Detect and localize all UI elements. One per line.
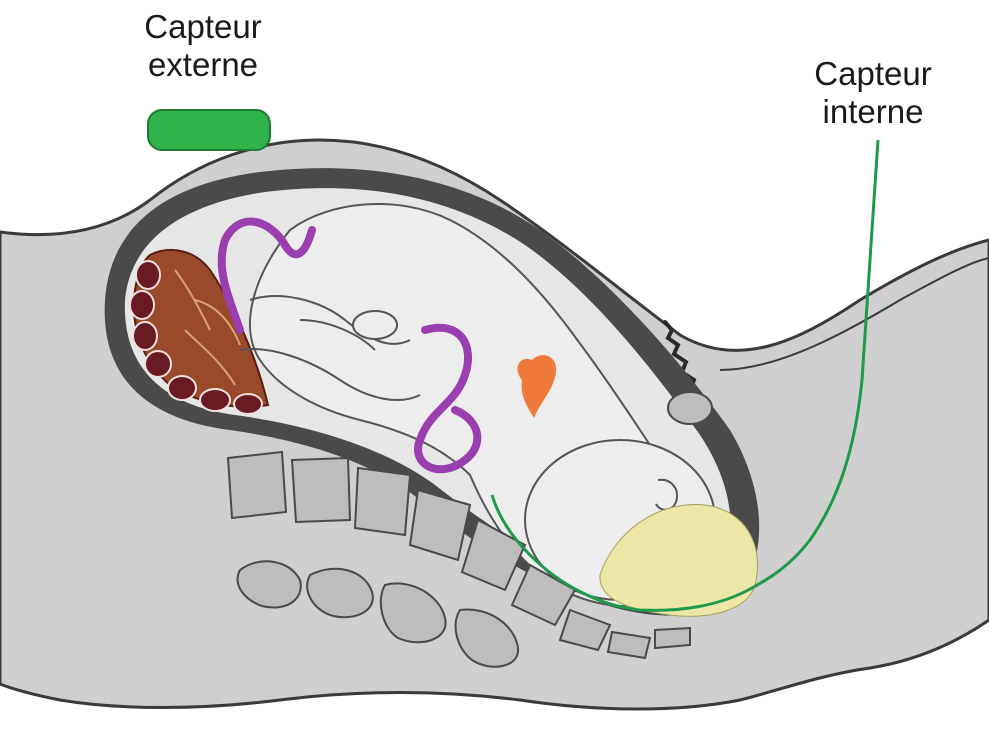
internal-sensor-label-line1: Capteur (788, 55, 958, 93)
internal-sensor-label: Capteur interne (788, 55, 958, 131)
pubic-bone (668, 392, 712, 424)
fetus-hand (353, 311, 397, 339)
external-sensor-label: Capteur externe (118, 8, 288, 84)
external-sensor-pad (148, 110, 270, 150)
internal-sensor-label-line2: interne (788, 93, 958, 131)
external-sensor-label-line1: Capteur (118, 8, 288, 46)
external-sensor-label-line2: externe (118, 46, 288, 84)
